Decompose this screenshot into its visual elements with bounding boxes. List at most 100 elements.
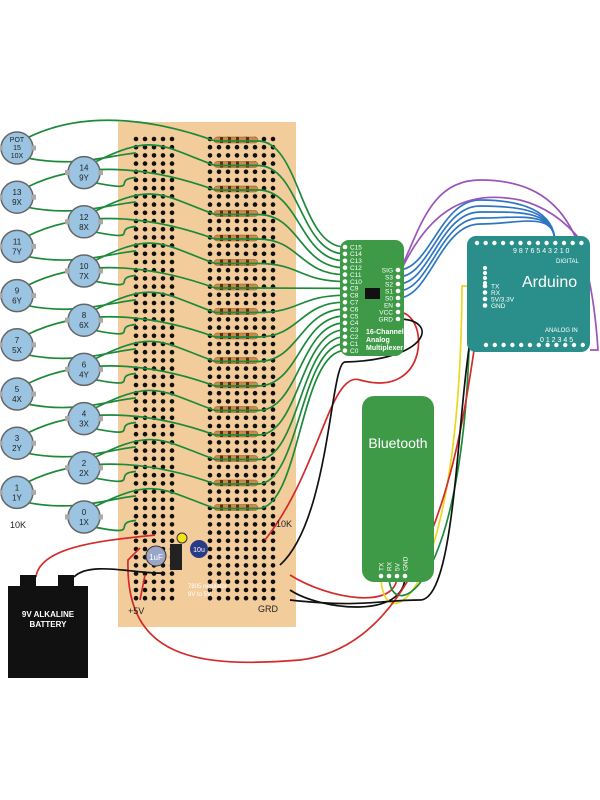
perfboard-hole bbox=[133, 497, 139, 503]
battery-terminal-right bbox=[58, 575, 74, 589]
mux-pin bbox=[342, 265, 348, 271]
mux-channel-label: C2 bbox=[350, 334, 359, 341]
perfboard-hole bbox=[225, 300, 231, 306]
perfboard-hole bbox=[216, 464, 222, 470]
perfboard-hole bbox=[160, 595, 166, 601]
perfboard-hole bbox=[270, 546, 276, 552]
perfboard-hole bbox=[270, 366, 276, 371]
mux-channel-label: C7 bbox=[350, 300, 359, 307]
perfboard-hole bbox=[133, 571, 139, 576]
perfboard-hole bbox=[270, 349, 276, 355]
power-wire bbox=[289, 574, 398, 599]
mux-control-label: S1 bbox=[385, 288, 393, 295]
perfboard-hole bbox=[216, 300, 222, 306]
pot-number: 12 bbox=[80, 213, 89, 222]
perfboard-hole bbox=[234, 169, 240, 175]
pot-number: 0 bbox=[82, 508, 87, 517]
perfboard-hole bbox=[270, 226, 276, 232]
perfboard-hole bbox=[270, 407, 276, 412]
arduino-pin bbox=[580, 342, 585, 348]
perfboard-hole bbox=[151, 390, 157, 396]
perfboard-hole bbox=[216, 579, 222, 585]
perfboard-hole bbox=[142, 308, 148, 314]
mux-channel-label: C0 bbox=[350, 348, 359, 355]
ground-wire bbox=[289, 304, 486, 605]
perfboard-hole bbox=[207, 472, 213, 478]
perfboard-hole bbox=[133, 300, 139, 306]
perfboard-hole bbox=[252, 226, 258, 232]
arduino-pin bbox=[527, 342, 533, 348]
perfboard-hole bbox=[151, 292, 157, 298]
pot-lug bbox=[65, 366, 70, 372]
perfboard-hole bbox=[234, 423, 240, 429]
signal-wire bbox=[93, 470, 137, 483]
perfboard-hole bbox=[207, 144, 213, 150]
resistor-band bbox=[246, 504, 249, 511]
perfboard-hole bbox=[270, 554, 276, 560]
perfboard-hole bbox=[142, 423, 148, 429]
arduino-pin bbox=[509, 240, 514, 246]
perfboard-hole bbox=[225, 513, 231, 519]
perfboard-hole bbox=[261, 513, 267, 519]
perfboard-hole bbox=[261, 366, 267, 371]
perfboard-hole bbox=[243, 292, 249, 298]
resistor-band bbox=[220, 406, 223, 413]
perfboard-hole bbox=[261, 497, 267, 503]
perfboard-hole bbox=[252, 571, 258, 576]
perfboard-hole bbox=[252, 595, 258, 601]
mux-title-1: 16-Channel bbox=[366, 329, 404, 336]
perfboard-hole bbox=[225, 489, 231, 494]
pot-name: 2X bbox=[79, 469, 89, 478]
perfboard-hole bbox=[216, 472, 222, 478]
perfboard-hole bbox=[151, 489, 157, 494]
perfboard-hole bbox=[243, 546, 249, 552]
arduino-pin-label: 5V/3.3V bbox=[491, 296, 515, 303]
resistor-band bbox=[228, 357, 231, 364]
perfboard-hole bbox=[160, 472, 166, 478]
perfboard-hole bbox=[142, 513, 148, 519]
perfboard-hole bbox=[207, 423, 213, 429]
resistor-band bbox=[246, 308, 249, 315]
perfboard-hole bbox=[234, 448, 240, 453]
pot-lug bbox=[65, 514, 70, 520]
perfboard-hole bbox=[216, 292, 222, 298]
perfboard-hole bbox=[270, 456, 276, 462]
perfboard-hole bbox=[270, 579, 276, 585]
perfboard-hole bbox=[169, 456, 175, 462]
perfboard-hole bbox=[142, 505, 148, 511]
perfboard-hole bbox=[160, 300, 166, 306]
perfboard-hole bbox=[216, 341, 222, 347]
perfboard-hole bbox=[169, 423, 175, 429]
perfboard-hole bbox=[133, 595, 139, 601]
perfboard-hole bbox=[169, 267, 175, 273]
resistor-band bbox=[220, 284, 223, 290]
signal-wire bbox=[93, 225, 137, 237]
perfboard-hole bbox=[252, 563, 258, 568]
perfboard-hole bbox=[160, 481, 166, 486]
mux-pin bbox=[342, 320, 348, 326]
perfboard-hole bbox=[252, 292, 258, 298]
perfboard-hole bbox=[169, 513, 175, 519]
perfboard-hole bbox=[252, 546, 258, 552]
perfboard-hole bbox=[252, 243, 258, 248]
mux-pin bbox=[395, 309, 401, 315]
arduino-pin bbox=[536, 342, 541, 348]
perfboard-hole bbox=[160, 333, 166, 339]
perfboard-hole bbox=[225, 374, 231, 380]
perfboard-hole bbox=[133, 563, 139, 568]
perfboard-hole bbox=[243, 464, 249, 470]
perfboard-hole bbox=[207, 202, 213, 207]
perfboard-hole bbox=[151, 472, 157, 478]
bluetooth-pin-label: GND bbox=[403, 556, 410, 571]
perfboard-hole bbox=[261, 563, 267, 568]
perfboard-holes bbox=[133, 136, 276, 601]
perfboard-hole bbox=[270, 374, 276, 380]
mux-pin bbox=[342, 306, 348, 312]
perfboard-hole bbox=[169, 325, 175, 330]
perfboard-hole bbox=[151, 333, 157, 339]
control-wire bbox=[397, 205, 556, 278]
pot-number: 15 bbox=[13, 145, 21, 152]
bluetooth-pin bbox=[386, 573, 392, 579]
perfboard-hole bbox=[234, 292, 240, 298]
perfboard-hole bbox=[160, 276, 166, 281]
